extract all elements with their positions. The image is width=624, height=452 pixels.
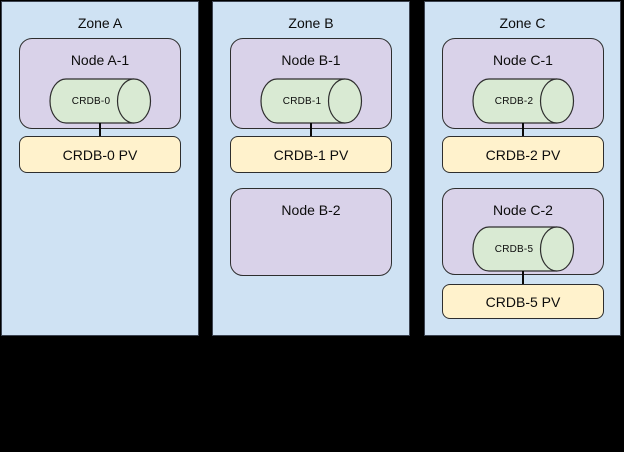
database-label: CRDB-1 [282,95,322,107]
zone-b: Zone B Node B-1 CRDB-1 CRDB-1 PV Node B-… [212,1,410,336]
cylinder-shape-icon [260,78,363,124]
database-label: CRDB-2 [494,95,534,107]
pv-box-crdb-2: CRDB-2 PV [442,136,604,173]
node-c-2: Node C-2 CRDB-5 [442,188,604,275]
pv-box-crdb-0: CRDB-0 PV [19,136,181,173]
zone-label: Zone A [77,15,123,31]
cylinder-shape-icon [472,226,575,272]
node-label: Node B-2 [281,202,341,218]
node-a-1: Node A-1 CRDB-0 [19,38,181,129]
zone-label: Zone B [288,15,334,31]
zone-a: Zone A Node A-1 CRDB-0 CRDB-0 PV [1,1,199,336]
node-b-1: Node B-1 CRDB-1 [230,38,392,129]
database-cylinder-crdb-5: CRDB-5 [471,226,575,272]
node-label: Node C-2 [493,202,553,218]
database-label: CRDB-5 [494,243,534,255]
pv-label: CRDB-0 PV [62,146,138,163]
node-b-2: Node B-2 [230,188,392,276]
node-label: Node A-1 [70,52,130,68]
cylinder-shape-icon [472,78,575,124]
zone-label: Zone C [499,15,546,31]
database-label: CRDB-0 [71,95,111,107]
database-cylinder-crdb-1: CRDB-1 [259,78,363,124]
connector-line [522,271,524,284]
pv-label: CRDB-2 PV [485,146,561,163]
connector-line [310,123,312,136]
node-label: Node B-1 [281,52,341,68]
connector-line [522,123,524,136]
database-cylinder-crdb-2: CRDB-2 [471,78,575,124]
cylinder-shape-icon [49,78,152,124]
database-cylinder-crdb-0: CRDB-0 [48,78,152,124]
pv-label: CRDB-5 PV [485,293,561,310]
pv-box-crdb-5: CRDB-5 PV [442,284,604,319]
pv-label: CRDB-1 PV [273,146,349,163]
connector-line [99,123,101,136]
pv-box-crdb-1: CRDB-1 PV [230,136,392,173]
node-label: Node C-1 [493,52,553,68]
node-c-1: Node C-1 CRDB-2 [442,38,604,129]
zone-c: Zone C Node C-1 CRDB-2 CRDB-2 PV Node C-… [424,1,621,336]
